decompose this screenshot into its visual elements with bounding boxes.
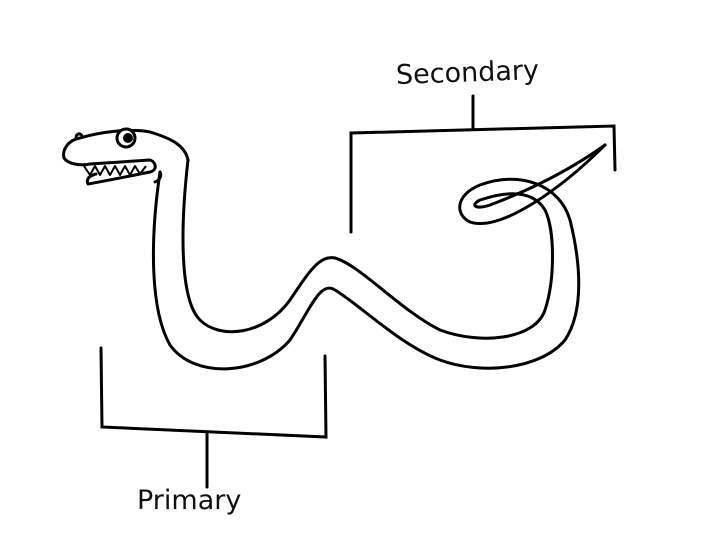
snake-body-inner	[181, 143, 607, 340]
snake-illustration	[62, 128, 607, 371]
snake-nostril	[74, 132, 84, 140]
primary-bracket	[99, 346, 328, 489]
secondary-bracket	[349, 94, 617, 234]
snake-head	[62, 128, 190, 186]
secondary-label: Secondary	[395, 55, 540, 91]
snake-body-outer	[151, 143, 607, 371]
primary-label: Primary	[137, 485, 242, 516]
snake-teeth	[83, 165, 147, 176]
eye-icon	[115, 127, 137, 149]
